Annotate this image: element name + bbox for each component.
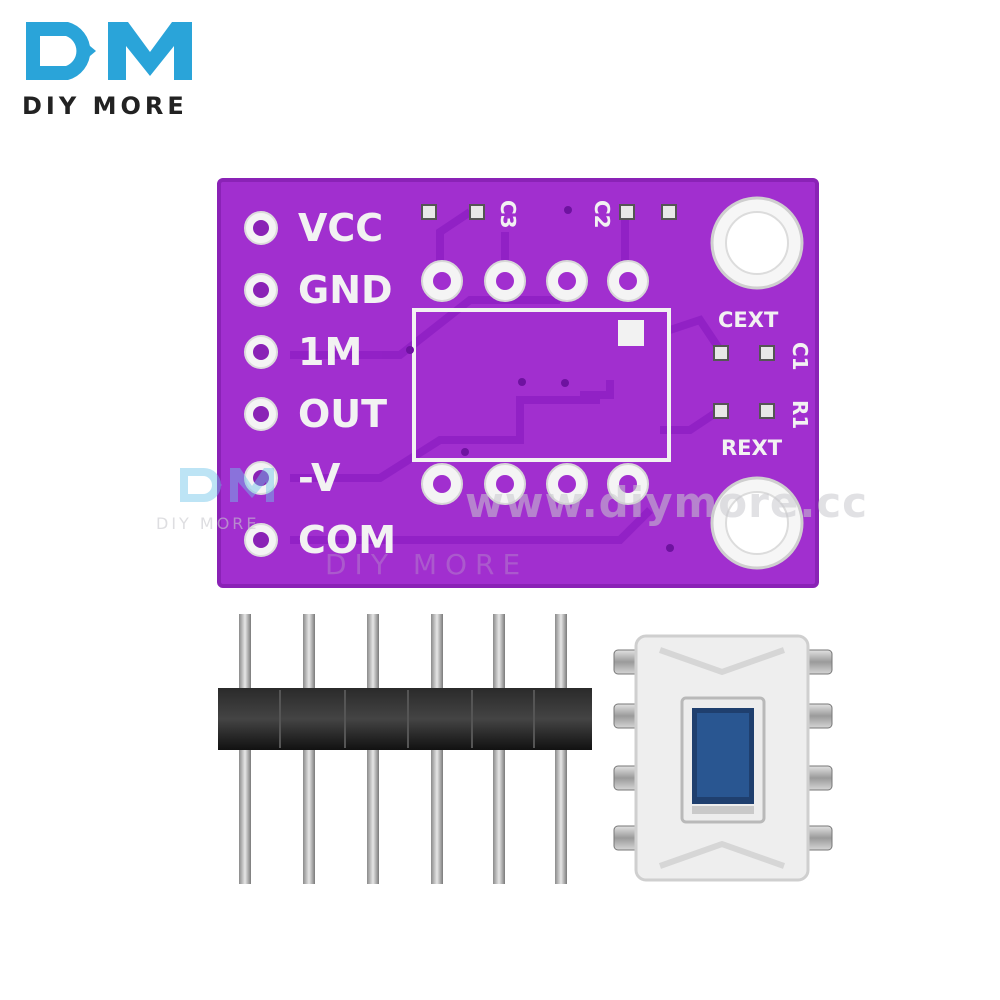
pin-label-minus-v: -V [298, 456, 341, 500]
pin-label-out: OUT [298, 392, 388, 436]
pin-label-com: COM [298, 518, 397, 562]
watermark-url: www.diymore.cc [465, 478, 869, 527]
watermark-brand-small: DIY MORE [156, 514, 260, 533]
brand-logo-text: DIY MORE [22, 92, 188, 120]
silk-rext: REXT [721, 436, 783, 460]
watermark-logo-icon [180, 468, 274, 502]
watermark-brand-large: DIY MORE [325, 548, 529, 581]
pin-label-gnd: GND [298, 268, 393, 312]
pin-label-1m: 1M [298, 330, 363, 374]
diymore-logo-icon [26, 22, 192, 80]
pin-label-vcc: VCC [298, 206, 384, 250]
silk-cext: CEXT [718, 308, 779, 332]
